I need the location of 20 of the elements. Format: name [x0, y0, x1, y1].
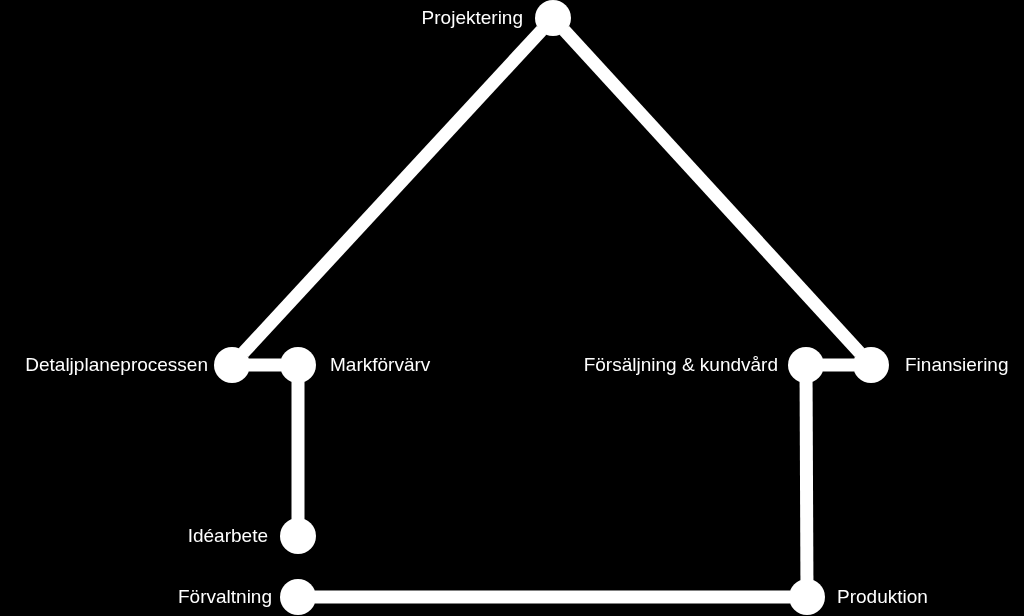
- node-dot: [280, 579, 316, 615]
- step-label: Produktion: [837, 585, 928, 609]
- node-dot: [535, 0, 571, 36]
- step-label: Detaljplaneprocessen: [25, 353, 208, 377]
- step-label: Förvaltning: [178, 585, 272, 609]
- step-label: Projektering: [421, 6, 523, 30]
- node-dot: [280, 518, 316, 554]
- node-dot: [853, 347, 889, 383]
- connector-line: [291, 381, 305, 520]
- connector-line: [238, 25, 547, 358]
- step-label: Försäljning & kundvård: [583, 353, 778, 377]
- step-label: Idéarbete: [187, 524, 268, 548]
- node-dot: [214, 347, 250, 383]
- step-label: Markförvärv: [330, 353, 431, 377]
- connector-line: [314, 590, 791, 604]
- connector-line: [822, 358, 855, 372]
- connector-line: [559, 26, 865, 357]
- connector-line: [799, 381, 814, 581]
- connector-line: [248, 358, 282, 372]
- step-label: Finansiering: [905, 353, 1009, 377]
